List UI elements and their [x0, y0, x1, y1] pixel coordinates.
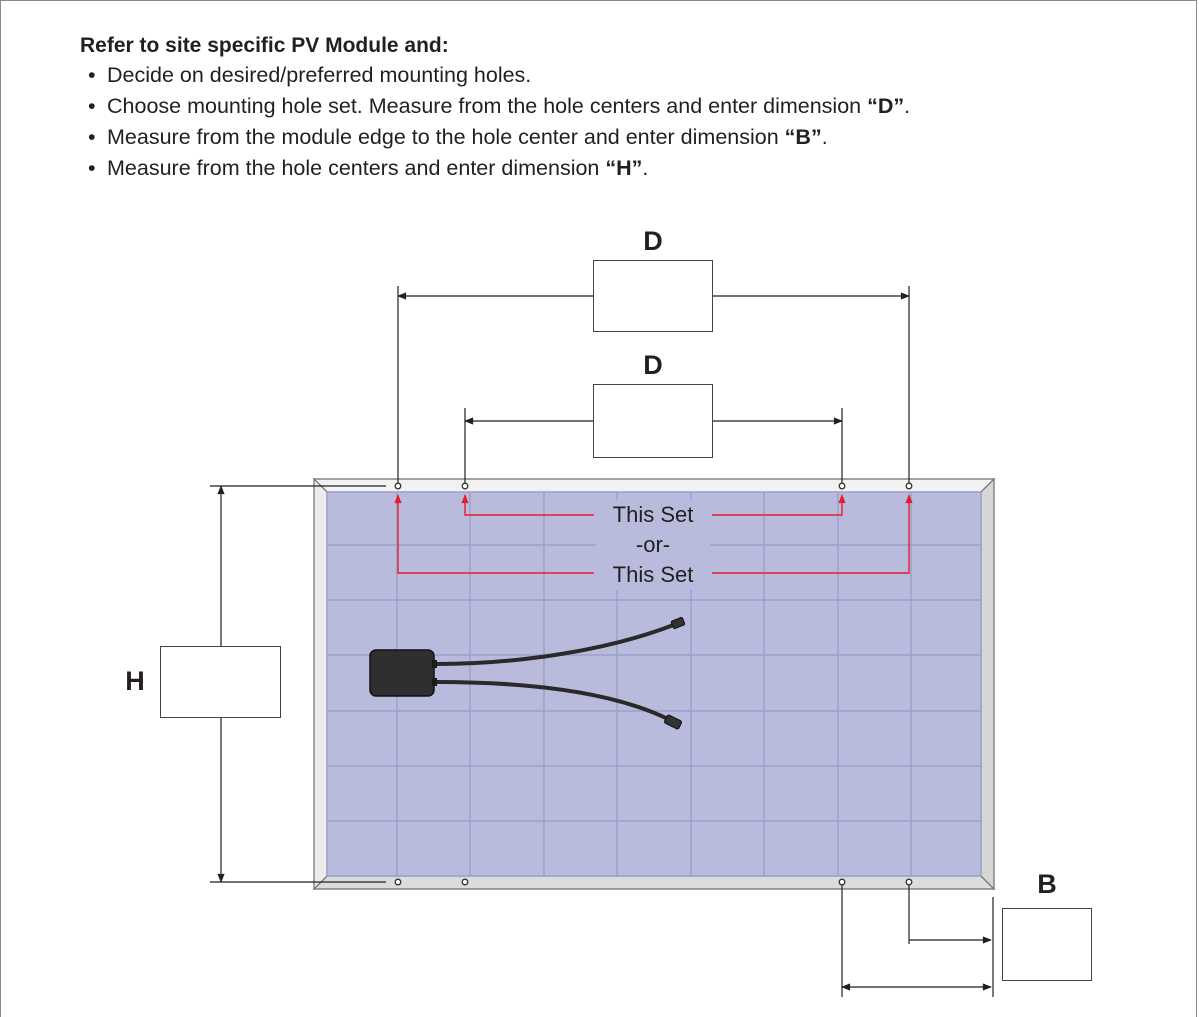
set-label-outer: This Set [613, 562, 694, 587]
mounting-holes [394, 482, 913, 886]
callout-outer-right [712, 494, 913, 574]
mounting-hole-icon [394, 482, 402, 490]
mounting-hole-icon [838, 482, 846, 490]
connector-icon [670, 616, 686, 630]
instruction-item: • Decide on desired/preferred mounting ho… [80, 60, 1180, 91]
label-d-outer: D [643, 226, 663, 256]
callout-label-backing [596, 500, 710, 590]
label-b: B [1037, 869, 1057, 899]
instruction-item: • Choose mounting hole set. Measure from … [80, 91, 1180, 122]
instruction-list: • Decide on desired/preferred mounting ho… [80, 60, 1180, 184]
dimension-ref-h: “H” [605, 156, 643, 180]
label-h: H [125, 666, 145, 696]
instruction-end: . [904, 94, 911, 118]
set-label-inner: This Set [613, 502, 694, 527]
instruction-text: Decide on desired/preferred mounting hol… [107, 63, 532, 87]
mounting-hole-icon [905, 482, 913, 490]
mounting-hole-icon [461, 482, 469, 490]
bullet-icon: • [88, 125, 96, 149]
junction-box-body [369, 649, 435, 697]
dimension-b-input[interactable] [1002, 908, 1092, 981]
hole-set-callouts [394, 494, 913, 574]
bullet-icon: • [88, 63, 96, 87]
instruction-text: Measure from the hole centers and enter … [107, 156, 606, 180]
dimension-d-inner-input[interactable] [593, 384, 713, 458]
instructions: Refer to site specific PV Module and: • D… [80, 32, 1180, 184]
dimension-d-outer-input[interactable] [593, 260, 713, 332]
instruction-text: Choose mounting hole set. Measure from t… [107, 94, 868, 118]
instruction-end: . [821, 125, 828, 149]
instruction-item: • Measure from the module edge to the hol… [80, 122, 1180, 153]
callout-inner-right [712, 494, 846, 516]
instructions-heading: Refer to site specific PV Module and: [80, 34, 449, 57]
mounting-hole-icon [838, 878, 846, 886]
bullet-icon: • [88, 94, 96, 118]
label-d-inner: D [643, 350, 663, 380]
instruction-item: • Measure from the hole centers and enter… [80, 153, 1180, 184]
junction-box-port [432, 660, 437, 668]
bullet-icon: • [88, 156, 96, 180]
junction-box-port [432, 678, 437, 686]
dimension-ref-d: “D” [867, 94, 905, 118]
mounting-hole-icon [461, 878, 469, 886]
cable-icon [434, 622, 678, 666]
module-frame [312, 477, 996, 891]
callout-inner-left [461, 494, 594, 516]
mounting-hole-icon [394, 878, 402, 886]
cable-icon [434, 680, 672, 722]
mounting-hole-icon [905, 878, 913, 886]
dimension-h-input[interactable] [160, 646, 281, 718]
instruction-text: Measure from the module edge to the hole… [107, 125, 785, 149]
set-label-or: -or- [636, 532, 670, 557]
callout-outer-left [394, 494, 594, 574]
instruction-end: . [642, 156, 649, 180]
junction-box-icon [369, 616, 686, 730]
dimension-ref-b: “B” [784, 125, 822, 149]
connector-icon [664, 714, 682, 730]
